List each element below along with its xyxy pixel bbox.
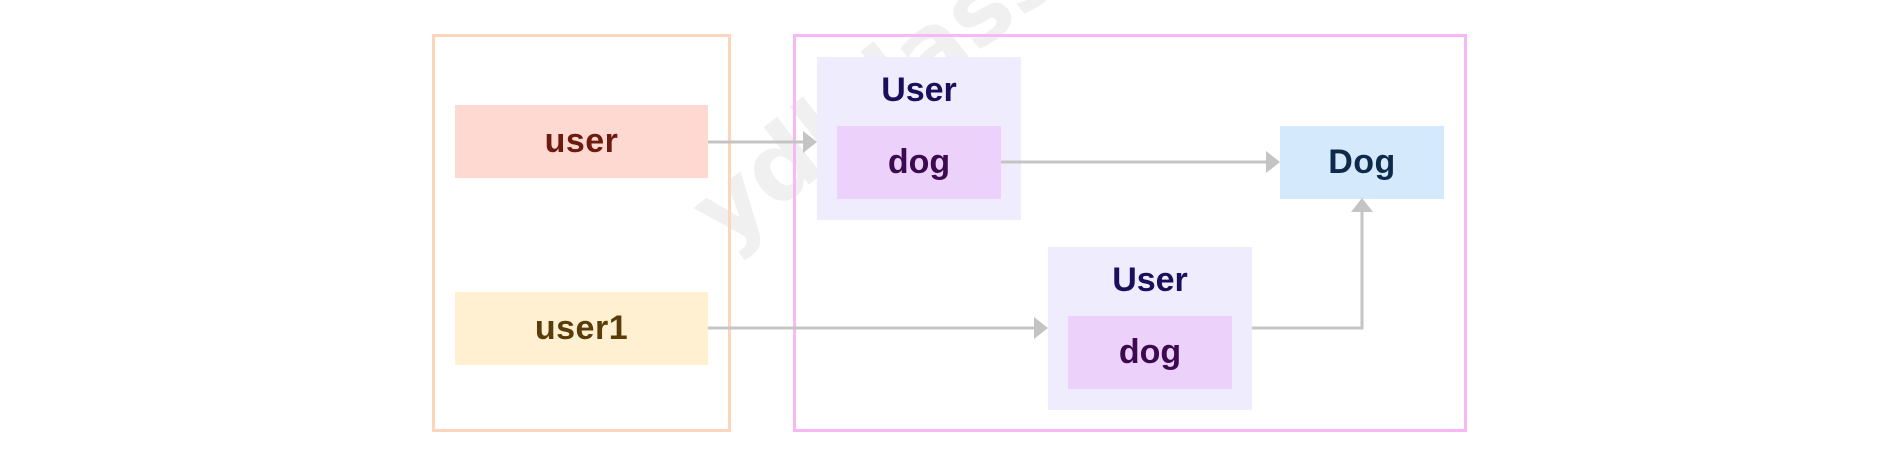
user-object-2-title: User (1112, 261, 1188, 299)
var-user-label: user (544, 122, 619, 160)
heap-frame (793, 34, 1467, 432)
dog-class-box[interactable]: Dog (1280, 126, 1444, 199)
var-user-box[interactable]: user (455, 105, 708, 178)
user-object-2[interactable]: User dog (1048, 247, 1252, 410)
stack-frame (432, 34, 731, 432)
user-object-1-dog-field[interactable]: dog (837, 126, 1001, 199)
user-object-2-dog-label: dog (1118, 333, 1182, 371)
dog-class-label: Dog (1328, 143, 1396, 181)
var-user1-label: user1 (534, 309, 629, 347)
user-object-1-dog-label: dog (887, 143, 951, 181)
user-object-1-title: User (881, 71, 957, 109)
user-object-2-dog-field[interactable]: dog (1068, 316, 1232, 389)
var-user1-box[interactable]: user1 (455, 292, 708, 365)
user-object-1[interactable]: User dog (817, 57, 1021, 220)
